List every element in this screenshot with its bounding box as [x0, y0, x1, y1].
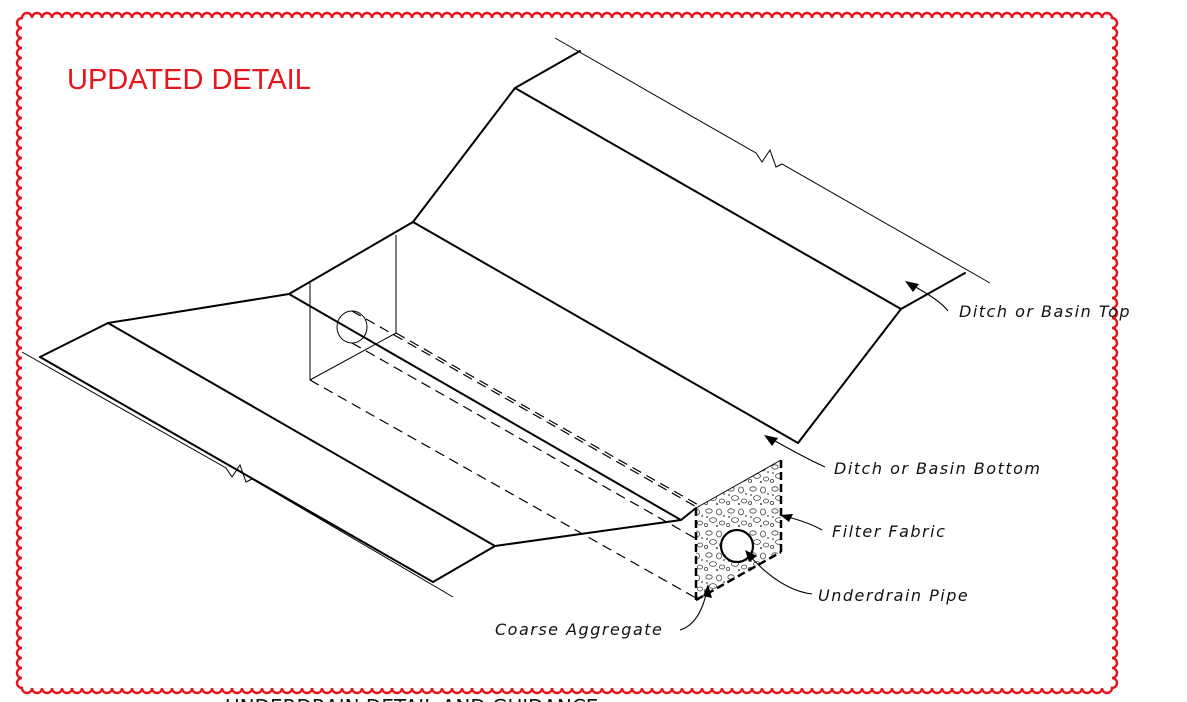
label-filter-fabric: Filter Fabric	[832, 522, 946, 541]
break-lines	[21, 37, 991, 598]
label-ditch-bottom: Ditch or Basin Bottom	[834, 459, 1042, 478]
label-coarse-aggregate: Coarse Aggregate	[495, 620, 663, 639]
break-line-top	[554, 37, 991, 284]
left-top-edge	[39, 322, 109, 358]
near-section-right	[797, 272, 966, 444]
label-ditch-top: Ditch or Basin Top	[959, 302, 1131, 321]
leaders	[679, 281, 949, 631]
far-trench	[309, 235, 397, 381]
ditch-surface	[39, 50, 966, 583]
sheet-title-partial: UNDERDRAIN DETAIL AND GUIDANCE	[225, 695, 598, 702]
channel-edge-right	[412, 221, 799, 444]
revision-cloud	[15, 11, 1119, 695]
near-section-left	[432, 507, 697, 583]
left-slope-toe	[107, 322, 496, 547]
revision-note: UPDATED DETAIL	[67, 64, 311, 96]
label-underdrain-pipe: Underdrain Pipe	[818, 586, 969, 605]
right-slope-top	[514, 87, 902, 310]
underdrain-pipe-end	[719, 528, 755, 564]
leader-underdrain	[747, 553, 813, 595]
near-trench	[694, 459, 783, 602]
break-line-bottom	[21, 351, 454, 598]
upper-section-profile	[288, 50, 581, 295]
far-pipe-end	[336, 310, 368, 344]
left-slope-top	[107, 293, 290, 324]
channel-edge-left	[288, 293, 682, 521]
